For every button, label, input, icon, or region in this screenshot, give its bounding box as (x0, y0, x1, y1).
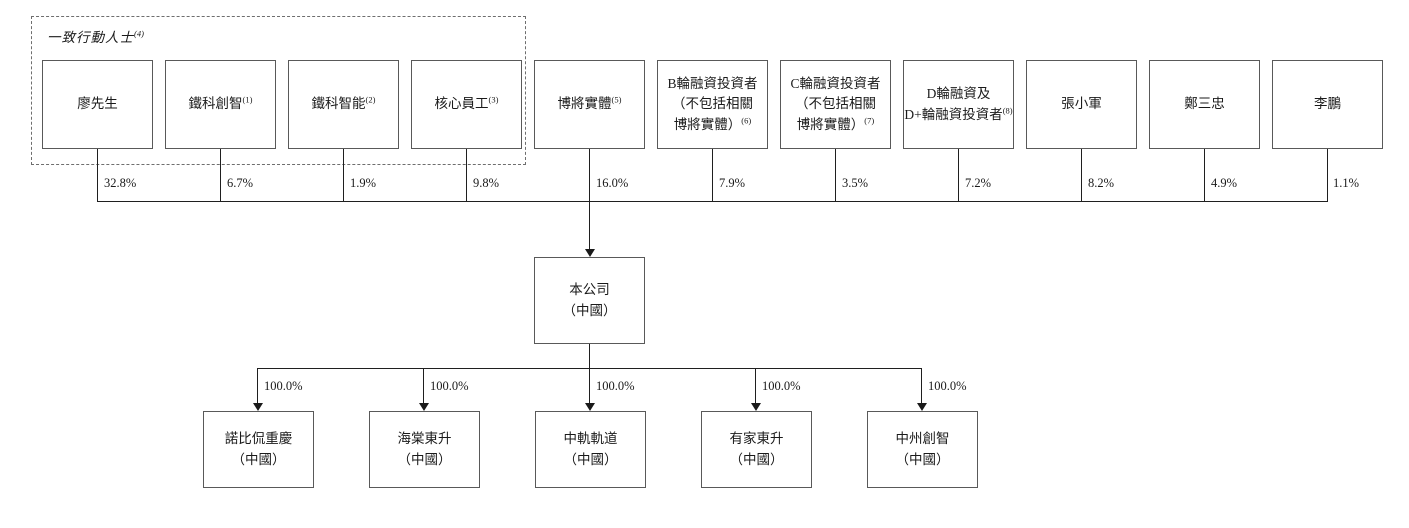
ownership-pct: 7.2% (965, 176, 992, 190)
subsidiary-pct: 100.0% (430, 379, 469, 393)
group-label-text: 一致行動人士 (47, 30, 134, 45)
arrow-down-icon (585, 403, 595, 411)
shareholder-name-text: 鐵科智能 (311, 96, 366, 112)
ownership-pct: 8.2% (1088, 176, 1115, 190)
connector-line (921, 368, 922, 404)
footnote-marker: (6) (741, 115, 752, 126)
ownership-pct: 3.5% (842, 176, 869, 190)
connector-line (423, 368, 424, 404)
subsidiary-name: 海棠東升 （中國） (397, 431, 452, 467)
shareholder-name: 鄭三忠 (1184, 94, 1225, 114)
footnote-marker: (2) (365, 94, 376, 105)
company-name: 本公司 （中國） (562, 282, 617, 318)
connector-line (712, 149, 713, 202)
shareholder-box-tieke-chuangzhi: 鐵科創智(1) (165, 60, 276, 149)
subsidiary-box-zhongzhou-chuangzhi: 中州創智 （中國） (867, 411, 978, 488)
ownership-pct: 9.8% (473, 176, 500, 190)
shareholder-name: 張小軍 (1061, 94, 1102, 114)
shareholder-name-text: D輪融資及 D+輪融資投資者 (904, 86, 1003, 122)
subsidiary-name: 諾比侃重慶 （中國） (224, 431, 293, 467)
shareholder-name-text: 鄭三忠 (1184, 96, 1225, 112)
shareholder-box-zheng-sanzhong: 鄭三忠 (1149, 60, 1260, 149)
connector-line (257, 368, 258, 404)
connector-line (589, 202, 590, 250)
connector-line (97, 149, 98, 202)
shareholder-name: 博將實體(5) (558, 94, 622, 114)
shareholder-box-zhang-xiaojun: 張小軍 (1026, 60, 1137, 149)
shareholder-box-liao: 廖先生 (42, 60, 153, 149)
ownership-pct: 1.1% (1333, 176, 1360, 190)
shareholder-name-text: 核心員工 (434, 96, 489, 112)
shareholder-box-bojiang: 博將實體(5) (534, 60, 645, 149)
connector-line (466, 149, 467, 202)
subsidiary-box-zhonggui-guidao: 中軌軌道 （中國） (535, 411, 646, 488)
connector-line (343, 149, 344, 202)
shareholder-name: 李鵬 (1314, 94, 1341, 114)
shareholder-box-series-c: C輪融資投資者 （不包括相關 博將實體）(7) (780, 60, 891, 149)
footnote-marker: (5) (611, 94, 622, 105)
connector-line (1204, 149, 1205, 202)
subsidiary-box-haitang-dongsheng: 海棠東升 （中國） (369, 411, 480, 488)
shareholder-name-text: C輪融資投資者 （不包括相關 博將實體） (790, 76, 881, 132)
subsidiary-name: 有家東升 （中國） (729, 431, 784, 467)
shareholder-name-text: 張小軍 (1061, 96, 1102, 112)
subsidiary-name: 中軌軌道 （中國） (563, 431, 618, 467)
subsidiary-pct: 100.0% (596, 379, 635, 393)
shareholder-box-core-employees: 核心員工(3) (411, 60, 522, 149)
shareholder-name-text: 李鵬 (1314, 96, 1341, 112)
connector-line (589, 368, 590, 404)
shareholder-name-text: 博將實體 (557, 96, 612, 112)
connector-line (755, 368, 756, 404)
subsidiary-name: 中州創智 （中國） (895, 431, 950, 467)
arrow-down-icon (751, 403, 761, 411)
connector-line (220, 149, 221, 202)
footnote-marker: (3) (488, 94, 499, 105)
footnote-marker: (4) (134, 28, 144, 39)
shareholder-box-tieke-zhineng: 鐵科智能(2) (288, 60, 399, 149)
connector-line (589, 149, 590, 202)
subsidiary-box-nuobikan-chongqing: 諾比侃重慶 （中國） (203, 411, 314, 488)
acting-in-concert-group-frame (31, 16, 526, 165)
company-box: 本公司 （中國） (534, 257, 645, 344)
ownership-pct: 4.9% (1211, 176, 1238, 190)
subsidiary-pct: 100.0% (762, 379, 801, 393)
shareholder-name: 鐵科創智(1) (189, 94, 253, 114)
connector-line (1327, 149, 1328, 202)
subsidiary-pct: 100.0% (264, 379, 303, 393)
connector-line (958, 149, 959, 202)
ownership-pct: 32.8% (104, 176, 137, 190)
shareholder-name-text: 廖先生 (77, 96, 118, 112)
arrow-down-icon (585, 249, 595, 257)
shareholder-box-li-peng: 李鵬 (1272, 60, 1383, 149)
arrow-down-icon (917, 403, 927, 411)
arrow-down-icon (419, 403, 429, 411)
footnote-marker: (7) (864, 115, 875, 126)
shareholder-name: D輪融資及 D+輪融資投資者(8) (904, 84, 1012, 125)
shareholder-name-text: 鐵科創智 (188, 96, 243, 112)
ownership-pct: 6.7% (227, 176, 254, 190)
connector-line (835, 149, 836, 202)
footnote-marker: (8) (1002, 105, 1013, 115)
acting-in-concert-group-label: 一致行動人士(4) (47, 26, 144, 46)
shareholder-name: 鐵科智能(2) (312, 94, 376, 114)
ownership-pct: 1.9% (350, 176, 377, 190)
subsidiary-box-youjia-dongsheng: 有家東升 （中國） (701, 411, 812, 488)
ownership-pct: 7.9% (719, 176, 746, 190)
shareholder-name: 核心員工(3) (435, 94, 499, 114)
footnote-marker: (1) (242, 94, 253, 105)
shareholder-name: B輪融資投資者 （不包括相關 博將實體）(6) (667, 74, 757, 135)
ownership-pct: 16.0% (596, 176, 629, 190)
shareholder-box-series-b: B輪融資投資者 （不包括相關 博將實體）(6) (657, 60, 768, 149)
shareholder-name-text: B輪融資投資者 （不包括相關 博將實體） (667, 76, 758, 132)
shareholder-name: C輪融資投資者 （不包括相關 博將實體）(7) (790, 74, 880, 135)
connector-line (1081, 149, 1082, 202)
shareholder-box-series-d: D輪融資及 D+輪融資投資者(8) (903, 60, 1014, 149)
subsidiary-pct: 100.0% (928, 379, 967, 393)
arrow-down-icon (253, 403, 263, 411)
ownership-bus-line (97, 201, 1328, 202)
connector-line (589, 344, 590, 369)
shareholder-name: 廖先生 (77, 94, 118, 114)
